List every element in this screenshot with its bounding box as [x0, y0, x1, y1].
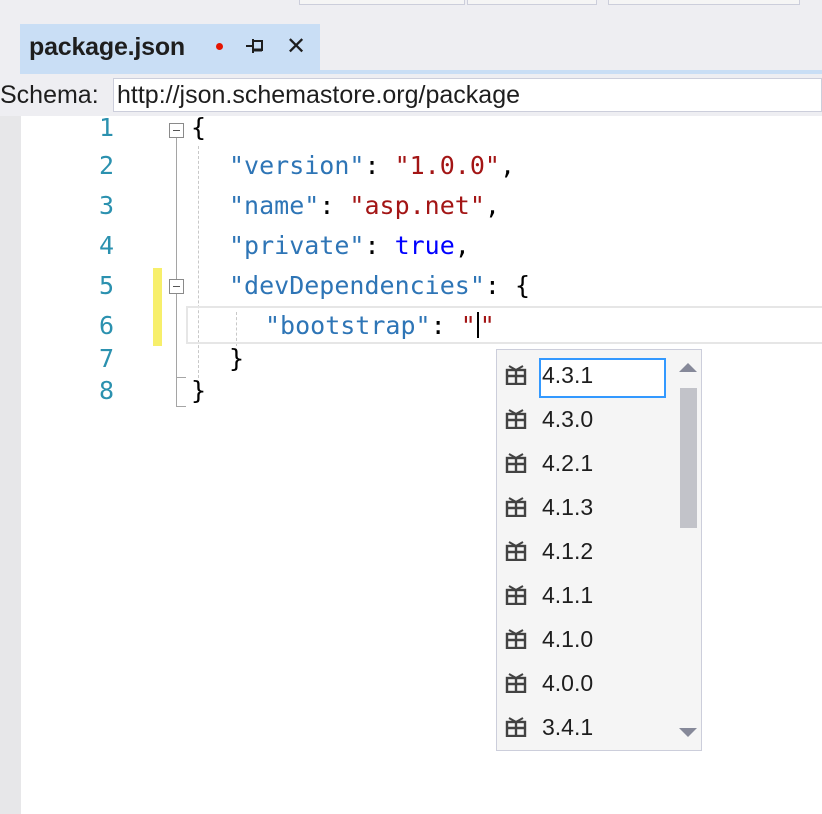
toolbar-control[interactable] — [608, 0, 800, 5]
json-key: "bootstrap" — [265, 311, 431, 340]
completion-item-label: 3.4.1 — [542, 714, 594, 740]
json-string: " — [479, 311, 495, 340]
line-number: 3 — [98, 191, 114, 220]
package-icon — [505, 672, 527, 693]
completion-item[interactable]: 4.1.0 — [497, 618, 673, 658]
completion-item-label: 4.3.1 — [542, 362, 594, 388]
package-icon — [505, 496, 527, 517]
completion-item[interactable]: 4.3.0 — [497, 398, 673, 438]
editor-margin — [0, 116, 21, 814]
completion-item[interactable]: 4.3.1 — [497, 354, 673, 398]
package-icon — [505, 584, 527, 605]
comma: , — [454, 231, 470, 260]
json-key: "devDependencies" — [229, 271, 485, 300]
line-number: 1 — [98, 113, 114, 142]
json-key: "name" — [229, 191, 320, 220]
schema-label: Schema: — [0, 81, 99, 109]
completion-item[interactable]: 4.1.1 — [497, 574, 673, 614]
close-icon[interactable]: ✕ — [286, 32, 307, 60]
code-line: "bootstrap": "" — [265, 311, 495, 340]
intellisense-popup[interactable]: 4.3.1 4.3.0 4.2.1 4.1.3 4.1.2 4.1.1 4.1.… — [496, 349, 702, 751]
line-number: 7 — [98, 344, 114, 373]
indent-guide — [236, 312, 237, 346]
completion-item-label: 4.2.1 — [542, 450, 594, 476]
completion-item[interactable]: 3.4.1 — [497, 706, 673, 746]
schema-url-field[interactable]: http://json.schemastore.org/package — [113, 78, 822, 112]
outline-line — [176, 377, 186, 378]
code-line: "version": "1.0.0", — [229, 151, 515, 180]
completion-item-label: 4.1.2 — [542, 538, 594, 564]
document-tab-strip: package.json ✕ — [0, 0, 822, 74]
line-number: 6 — [98, 311, 114, 340]
completion-item-label: 4.0.0 — [542, 670, 594, 696]
colon: : — [364, 151, 395, 180]
code-line: } — [191, 376, 206, 405]
completion-item-label: 4.3.0 — [542, 406, 594, 432]
brace: } — [229, 344, 245, 373]
json-key: "private" — [229, 231, 365, 260]
code-line: } — [229, 344, 244, 373]
colon: : — [319, 191, 350, 220]
completion-item[interactable]: 4.1.3 — [497, 486, 673, 526]
collapse-icon[interactable] — [169, 123, 184, 138]
tab-underline — [20, 70, 822, 74]
schema-bar: Schema: http://json.schemastore.org/pack… — [0, 74, 822, 116]
pin-icon[interactable] — [244, 36, 266, 58]
package-icon — [505, 364, 527, 385]
code-line: "name": "asp.net", — [229, 191, 500, 220]
line-number: 8 — [98, 376, 114, 405]
colon: : — [430, 311, 461, 340]
current-line-highlight — [186, 306, 822, 344]
package-icon — [505, 540, 527, 561]
code-line: "private": true, — [229, 231, 470, 260]
collapse-icon[interactable] — [169, 279, 184, 294]
completion-item[interactable]: 4.0.0 — [497, 662, 673, 702]
text-caret — [476, 312, 479, 338]
scrollbar-thumb[interactable] — [680, 388, 697, 528]
json-string: "asp.net" — [349, 191, 485, 220]
completion-item[interactable]: 4.1.2 — [497, 530, 673, 570]
json-string: " — [460, 311, 476, 340]
colon-brace: : { — [484, 271, 531, 300]
code-line: { — [191, 113, 206, 142]
completion-item-label: 4.1.0 — [542, 626, 594, 652]
indent-guide — [198, 146, 199, 378]
line-number: 5 — [98, 271, 114, 300]
brace: } — [191, 376, 207, 405]
json-string: "1.0.0" — [394, 151, 500, 180]
brace: { — [191, 113, 207, 142]
package-icon — [505, 452, 527, 473]
modified-dot-icon — [216, 43, 223, 50]
outline-line — [176, 406, 186, 407]
line-number: 4 — [98, 231, 114, 260]
tab-package-json[interactable]: package.json ✕ — [20, 24, 320, 70]
line-number: 2 — [98, 151, 114, 180]
comma: , — [499, 151, 515, 180]
outline-line — [176, 138, 177, 406]
comma: , — [484, 191, 500, 220]
completion-item[interactable]: 4.2.1 — [497, 442, 673, 482]
completion-item-label: 4.1.1 — [542, 582, 594, 608]
selection-highlight — [539, 358, 666, 398]
toolbar-control[interactable] — [299, 0, 465, 5]
scroll-up-arrow-icon[interactable] — [679, 363, 697, 372]
package-icon — [505, 628, 527, 649]
completion-item-label: 4.1.3 — [542, 494, 594, 520]
package-icon — [505, 716, 527, 737]
colon: : — [364, 231, 395, 260]
code-line: "devDependencies": { — [229, 271, 530, 300]
scroll-down-arrow-icon[interactable] — [679, 728, 697, 737]
vertical-scrollbar[interactable] — [673, 350, 701, 750]
toolbar-control[interactable] — [467, 0, 597, 5]
tab-title: package.json — [29, 33, 185, 61]
change-marker — [153, 268, 162, 346]
json-keyword: true — [394, 231, 455, 260]
package-icon — [505, 408, 527, 429]
json-key: "version" — [229, 151, 365, 180]
